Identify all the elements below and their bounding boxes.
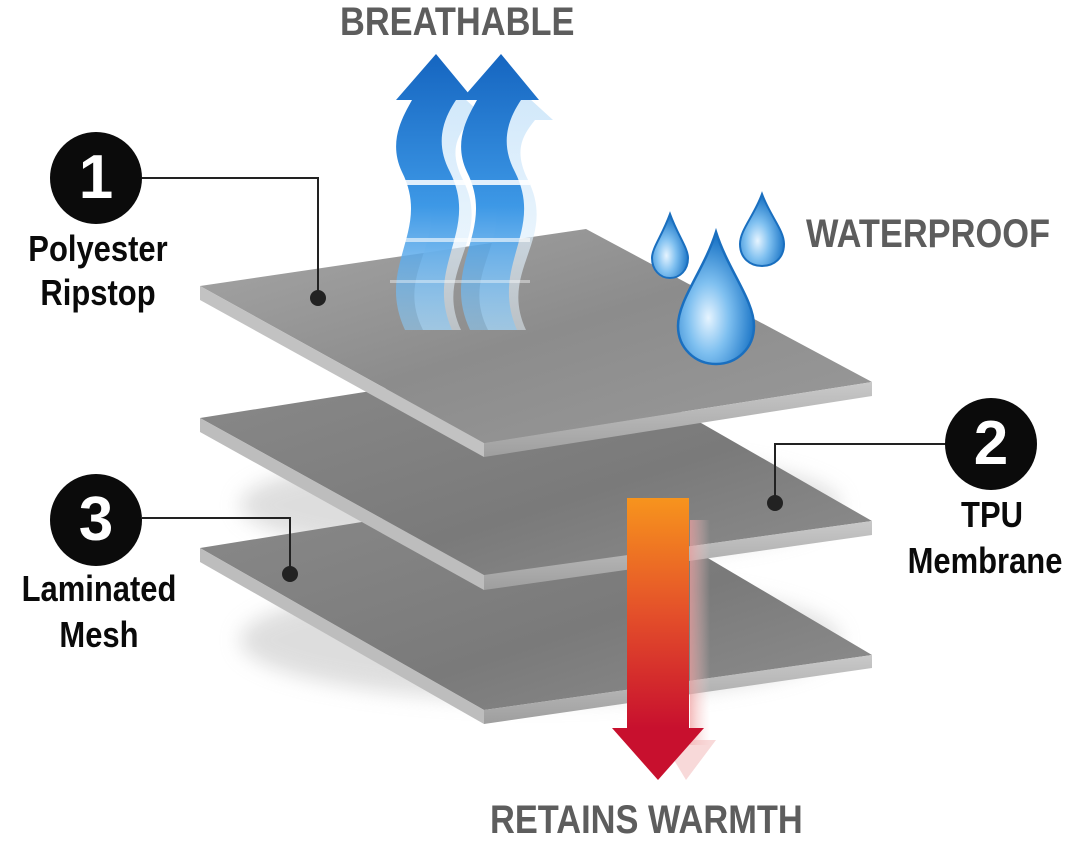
layer-3-name-line2: Mesh [59, 614, 139, 655]
breathable-arrows-icon [390, 54, 553, 330]
layer-1-name-line1: Polyester [28, 228, 168, 269]
layer-2-name-line2: Membrane [907, 540, 1063, 581]
plate-polyester-ripstop [200, 229, 872, 457]
retains-warmth-label: RETAINS WARMTH [490, 798, 803, 842]
water-drops-icon [650, 191, 786, 366]
layer-number-badge: 1 [50, 132, 142, 224]
layer-2-name-line1: TPU [961, 494, 1023, 535]
breathable-label: BREATHABLE [340, 0, 575, 44]
waterproof-label: WATERPROOF [806, 212, 1050, 256]
layer-3-name-line1: Laminated [21, 568, 177, 609]
leader-lines [142, 177, 946, 573]
layer-number-badge: 3 [50, 474, 142, 566]
layer-number-badge: 2 [945, 398, 1037, 490]
warmth-arrow-icon [612, 498, 716, 780]
layer-1-name-line2: Ripstop [40, 272, 156, 313]
leader-dots [282, 290, 783, 582]
